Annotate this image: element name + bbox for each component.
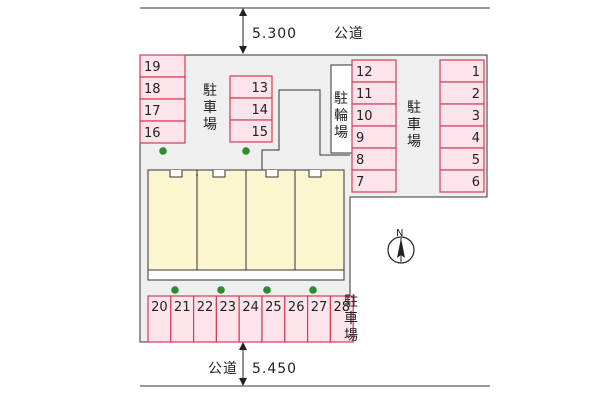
road-bottom-width: 5.450	[252, 361, 297, 377]
parking-slot-number: 20	[151, 300, 168, 315]
road-bottom-label: 公道	[208, 361, 238, 377]
parking-slot-number: 11	[356, 87, 373, 102]
parking-slot-number: 18	[144, 82, 161, 97]
parking-slot-number: 14	[251, 103, 268, 118]
parking-slot-24: 24	[238, 295, 263, 343]
parking-slot-number: 7	[356, 175, 364, 190]
road-top-label: 公道	[334, 26, 364, 42]
parking-slot-number: 24	[242, 300, 259, 315]
trees	[159, 147, 317, 294]
building	[147, 169, 345, 281]
parking-slot-2: 2	[439, 81, 485, 105]
parking-slot-number: 23	[220, 300, 237, 315]
parking-slot-15: 15	[229, 119, 273, 143]
parking-label-left: 駐車場	[203, 83, 217, 133]
parking-slot-number: 12	[356, 65, 373, 80]
parking-slot-3: 3	[439, 103, 485, 127]
parking-slot-14: 14	[229, 97, 273, 121]
parking-slot-23: 23	[215, 295, 240, 343]
parking-slot-number: 4	[472, 131, 480, 146]
parking-slot-number: 3	[472, 109, 480, 124]
tree-icon	[217, 286, 225, 294]
parking-slot-number: 9	[356, 131, 364, 146]
parking-slot-16: 16	[139, 120, 186, 144]
parking-slot-13: 13	[229, 75, 273, 99]
parking-slot-18: 18	[139, 76, 186, 100]
parking-label-right: 駐車場	[407, 100, 421, 150]
parking-slot-number: 16	[144, 126, 161, 141]
parking-slot-number: 6	[472, 175, 480, 190]
tree-icon	[263, 286, 271, 294]
parking-slot-12: 12	[351, 59, 397, 83]
parking-slot-22: 22	[193, 295, 218, 343]
tree-icon	[242, 147, 250, 155]
parking-slot-11: 11	[351, 81, 397, 105]
tree-icon	[171, 286, 179, 294]
bike-parking-label: 駐輪場	[334, 91, 348, 141]
parking-slot-number: 2	[472, 87, 480, 102]
parking-slot-20: 20	[147, 295, 172, 343]
parking-slot-9: 9	[351, 125, 397, 149]
parking-slot-8: 8	[351, 147, 397, 171]
parking-slot-4: 4	[439, 125, 485, 149]
parking-slot-number: 13	[251, 81, 268, 96]
parking-slot-number: 1	[472, 65, 480, 80]
parking-slot-27: 27	[307, 295, 332, 343]
parking-slot-10: 10	[351, 103, 397, 127]
parking-slot-28: 28	[329, 295, 354, 343]
tree-icon	[159, 147, 167, 155]
parking-slot-26: 26	[284, 295, 309, 343]
parking-slot-number: 25	[265, 300, 282, 315]
parking-slot-7: 7	[351, 169, 397, 193]
parking-slot-number: 5	[472, 153, 480, 168]
parking-slot-number: 8	[356, 153, 364, 168]
road-bottom-dimension-arrow	[239, 342, 247, 386]
tree-icon	[309, 286, 317, 294]
parking-slot-number: 17	[144, 104, 161, 119]
parking-slot-17: 17	[139, 98, 186, 122]
parking-slot-number: 27	[311, 300, 328, 315]
parking-slot-5: 5	[439, 147, 485, 171]
road-top-width: 5.300	[252, 26, 297, 42]
parking-slot-number: 15	[251, 125, 268, 140]
parking-slot-19: 19	[139, 54, 186, 78]
parking-slot-number: 26	[288, 300, 305, 315]
compass-icon: N	[387, 228, 415, 264]
parking-slot-number: 19	[144, 60, 161, 75]
parking-slot-21: 21	[170, 295, 195, 343]
parking-slot-25: 25	[261, 295, 286, 343]
parking-slot-6: 6	[439, 169, 485, 193]
walkway	[261, 89, 350, 170]
parking-slot-number: 22	[197, 300, 214, 315]
parking-slot-number: 21	[174, 300, 191, 315]
parking-slot-number: 10	[356, 109, 373, 124]
parking-slot-1: 1	[439, 59, 485, 83]
road-top-dimension-arrow	[239, 8, 247, 54]
parking-label-bottom: 駐車場	[344, 294, 358, 344]
compass-north-letter: N	[396, 228, 403, 239]
parking-slot-number: 28	[334, 300, 351, 315]
